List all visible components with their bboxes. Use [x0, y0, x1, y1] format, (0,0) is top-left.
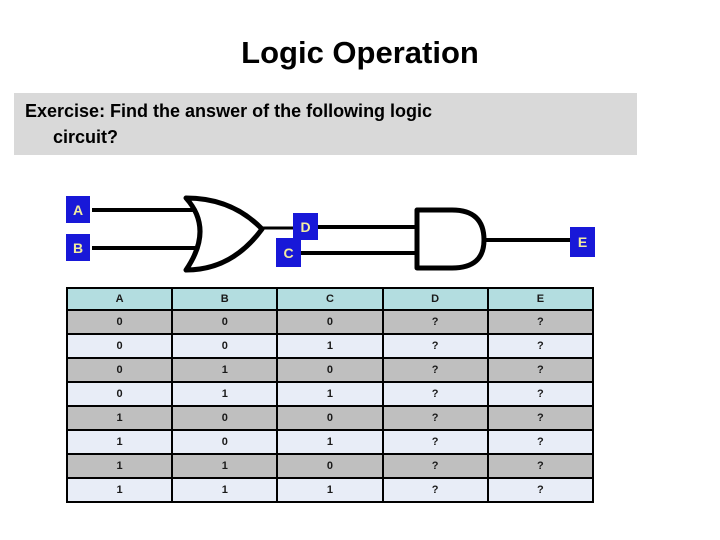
- exercise-line-2: circuit?: [53, 127, 119, 147]
- table-row: 0 0 1 ? ?: [65, 333, 595, 359]
- or-gate-icon: [183, 195, 265, 273]
- cell-a: 1: [65, 477, 174, 503]
- cell-b: 0: [171, 429, 279, 455]
- cell-a: 0: [65, 309, 174, 335]
- circuit-label-b: B: [66, 234, 90, 261]
- cell-b: 0: [171, 405, 279, 431]
- cell-a: 0: [65, 333, 174, 359]
- circuit-label-a: A: [66, 196, 90, 223]
- cell-c: 1: [276, 477, 384, 503]
- cell-a: 1: [65, 429, 174, 455]
- cell-c: 1: [276, 333, 384, 359]
- cell-c: 0: [276, 357, 384, 383]
- and-gate-icon: [414, 207, 487, 271]
- logic-circuit-diagram: A B D C E: [0, 180, 720, 285]
- column-header-b: B: [171, 287, 279, 311]
- cell-e: ?: [486, 333, 595, 359]
- cell-c: 1: [276, 381, 384, 407]
- table-row: 1 1 0 ? ?: [65, 453, 595, 479]
- cell-e: ?: [486, 381, 595, 407]
- cell-e: ?: [486, 405, 595, 431]
- column-header-d: D: [381, 287, 489, 311]
- cell-b: 0: [171, 333, 279, 359]
- cell-a: 0: [65, 357, 174, 383]
- cell-c: 0: [276, 309, 384, 335]
- cell-a: 1: [65, 453, 174, 479]
- cell-e: ?: [486, 477, 595, 503]
- cell-d: ?: [381, 405, 489, 431]
- table-row: 0 0 0 ? ?: [65, 309, 595, 335]
- cell-d: ?: [381, 453, 489, 479]
- cell-e: ?: [486, 429, 595, 455]
- cell-d: ?: [381, 333, 489, 359]
- cell-b: 1: [171, 477, 279, 503]
- exercise-text: Exercise: Find the answer of the followi…: [25, 98, 625, 150]
- cell-d: ?: [381, 477, 489, 503]
- cell-b: 1: [171, 453, 279, 479]
- table-row: 1 1 1 ? ?: [65, 477, 595, 503]
- cell-b: 1: [171, 381, 279, 407]
- cell-e: ?: [486, 453, 595, 479]
- cell-c: 0: [276, 453, 384, 479]
- cell-b: 1: [171, 357, 279, 383]
- circuit-wires-and-gates: [92, 195, 572, 273]
- table-header-row: A B C D E: [65, 287, 595, 311]
- page-title: Logic Operation: [241, 35, 479, 70]
- cell-d: ?: [381, 429, 489, 455]
- cell-e: ?: [486, 309, 595, 335]
- exercise-line-1: Exercise: Find the answer of the followi…: [25, 101, 433, 121]
- table-row: 0 1 1 ? ?: [65, 381, 595, 407]
- cell-b: 0: [171, 309, 279, 335]
- cell-c: 0: [276, 405, 384, 431]
- table-row: 1 0 0 ? ?: [65, 405, 595, 431]
- cell-d: ?: [381, 381, 489, 407]
- cell-e: ?: [486, 357, 595, 383]
- cell-d: ?: [381, 309, 489, 335]
- circuit-label-e: E: [570, 227, 595, 257]
- table-row: 1 0 1 ? ?: [65, 429, 595, 455]
- circuit-label-d: D: [293, 213, 318, 240]
- table-row: 0 1 0 ? ?: [65, 357, 595, 383]
- column-header-a: A: [65, 287, 174, 311]
- cell-c: 1: [276, 429, 384, 455]
- truth-table: A B C D E 0 0 0 ? ? 0 0 1 ? ? 0 1 0 ? ?: [65, 287, 595, 503]
- circuit-label-c: C: [276, 238, 301, 267]
- cell-a: 0: [65, 381, 174, 407]
- cell-a: 1: [65, 405, 174, 431]
- column-header-e: E: [486, 287, 595, 311]
- cell-d: ?: [381, 357, 489, 383]
- column-header-c: C: [276, 287, 384, 311]
- exercise-banner: Exercise: Find the answer of the followi…: [14, 93, 637, 155]
